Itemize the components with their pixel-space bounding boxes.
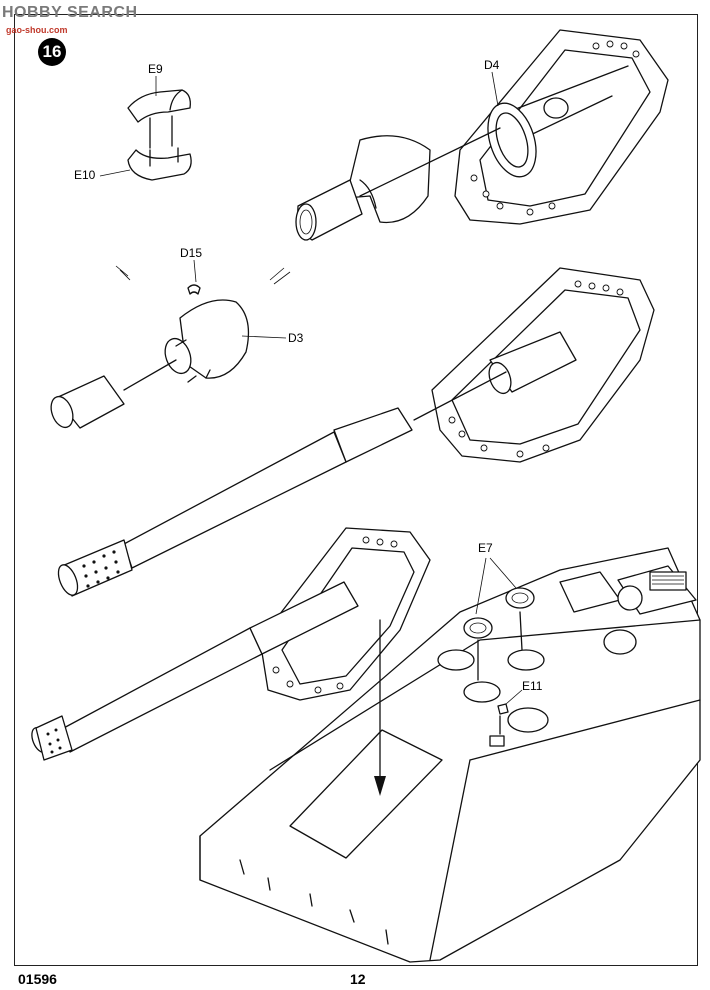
watermark-brand: HOBBY SEARCH [2,4,138,21]
arrow-barrel-to-mantlet [413,371,507,421]
label-e7: E7 [478,541,493,555]
label-d4: D4 [484,58,500,72]
watermark-url: gao-shou.com [6,25,68,35]
arrow-cradle-to-mantlet [359,127,501,197]
product-code: 01596 [18,971,57,987]
part-e10-sleeve [127,147,192,181]
part-d3-shield [164,299,250,383]
part-gun-breech-sleeve [50,375,125,429]
part-gun-cradle [295,135,431,241]
part-gun-barrel [57,407,413,597]
label-d15: D15 [180,246,203,260]
part-mantlet-assembled [431,267,655,463]
part-e7-periscope-1 [463,617,493,639]
label-d3: D3 [288,331,304,345]
part-e11-fitting [489,703,509,747]
part-d15-clip [187,284,201,295]
part-e9-sleeve [127,89,191,123]
label-e10: E10 [74,168,96,182]
page-border [14,14,698,966]
part-gun-on-hull [31,581,359,761]
part-e7-periscope-2 [505,587,535,609]
part-mantlet-on-hull [259,527,431,701]
watermark-logo: HOBBY SEARCH [2,4,138,22]
step-number-badge: 16 [38,38,66,66]
label-e9: E9 [148,62,163,76]
part-hull-superstructure [199,547,701,963]
part-d4-mantlet [454,29,669,225]
arrow-e9-e10 [149,115,173,149]
label-e11: E11 [522,679,543,693]
page-number: 12 [350,971,366,987]
